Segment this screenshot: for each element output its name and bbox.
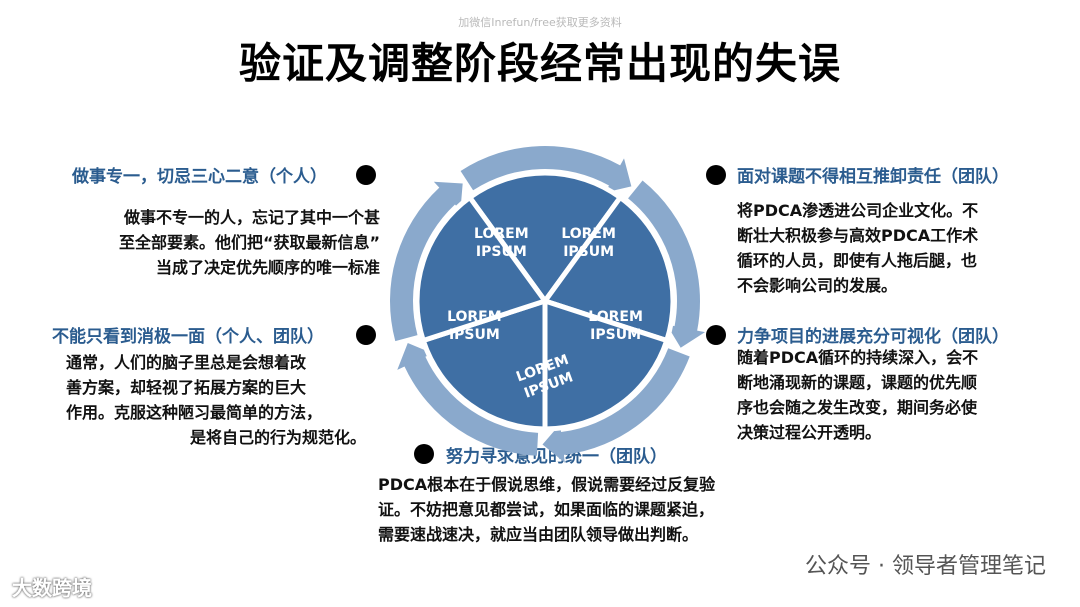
item-text-consensus: PDCA根本在于假说思维，假说需要经过反复验 证。不妨把意见都尝试，如果面临的课… xyxy=(378,475,716,544)
item-text-focus: 做事不专一的人，忘记了其中一个甚 至全部要素。他们把“获取最新信息” 当成了决定… xyxy=(118,208,380,277)
cycle-ring-arrow xyxy=(460,145,632,193)
wechat-watermark: 公众号 · 领导者管理笔记 xyxy=(805,554,1046,579)
item-heading-responsibility: 面对课题不得相互推卸责任（团队） xyxy=(737,167,1009,187)
bullet-dot xyxy=(356,165,376,185)
bullet-dot xyxy=(414,444,434,464)
corner-watermark: 大数跨境 xyxy=(12,576,92,600)
bullet-dot xyxy=(356,325,376,345)
item-heading-negative: 不能只看到消极一面（个人、团队） xyxy=(52,327,324,347)
bullet-dot xyxy=(706,325,726,345)
cycle-ring-arrow xyxy=(397,342,539,456)
bullet-dot xyxy=(706,165,726,185)
cycle-ring-arrow xyxy=(542,348,690,463)
item-heading-visibility: 力争项目的进展充分可视化（团队） xyxy=(737,327,1009,347)
page-title: 验证及调整阶段经常出现的失误 xyxy=(238,39,841,88)
item-text-responsibility: 将PDCA渗透进公司企业文化。不 断壮大积极参与高效PDCA工作术 循环的人员，… xyxy=(737,201,979,295)
item-heading-focus: 做事专一，切忌三心二意（个人） xyxy=(72,167,327,187)
cycle-segment xyxy=(467,170,623,304)
cycle-segment xyxy=(414,194,548,344)
cycle-ring-arrow xyxy=(390,181,463,342)
item-text-visibility: 随着PDCA循环的持续深入，会不 断地涌现新的课题，课题的优先顺 序也会随之发生… xyxy=(737,348,979,442)
item-text-negative: 通常，人们的脑子里总是会想着改 善方案，却轻视了拓展方案的巨大 作用。克服这种陋… xyxy=(66,353,366,447)
top-watermark: 加微信Inrefun/free获取更多资料 xyxy=(458,16,622,29)
cycle-ring-arrow xyxy=(628,180,706,348)
cycle-segment xyxy=(542,194,676,344)
item-heading-consensus: 努力寻求意见的统一（团队） xyxy=(446,447,667,467)
cycle-segment xyxy=(542,298,670,432)
